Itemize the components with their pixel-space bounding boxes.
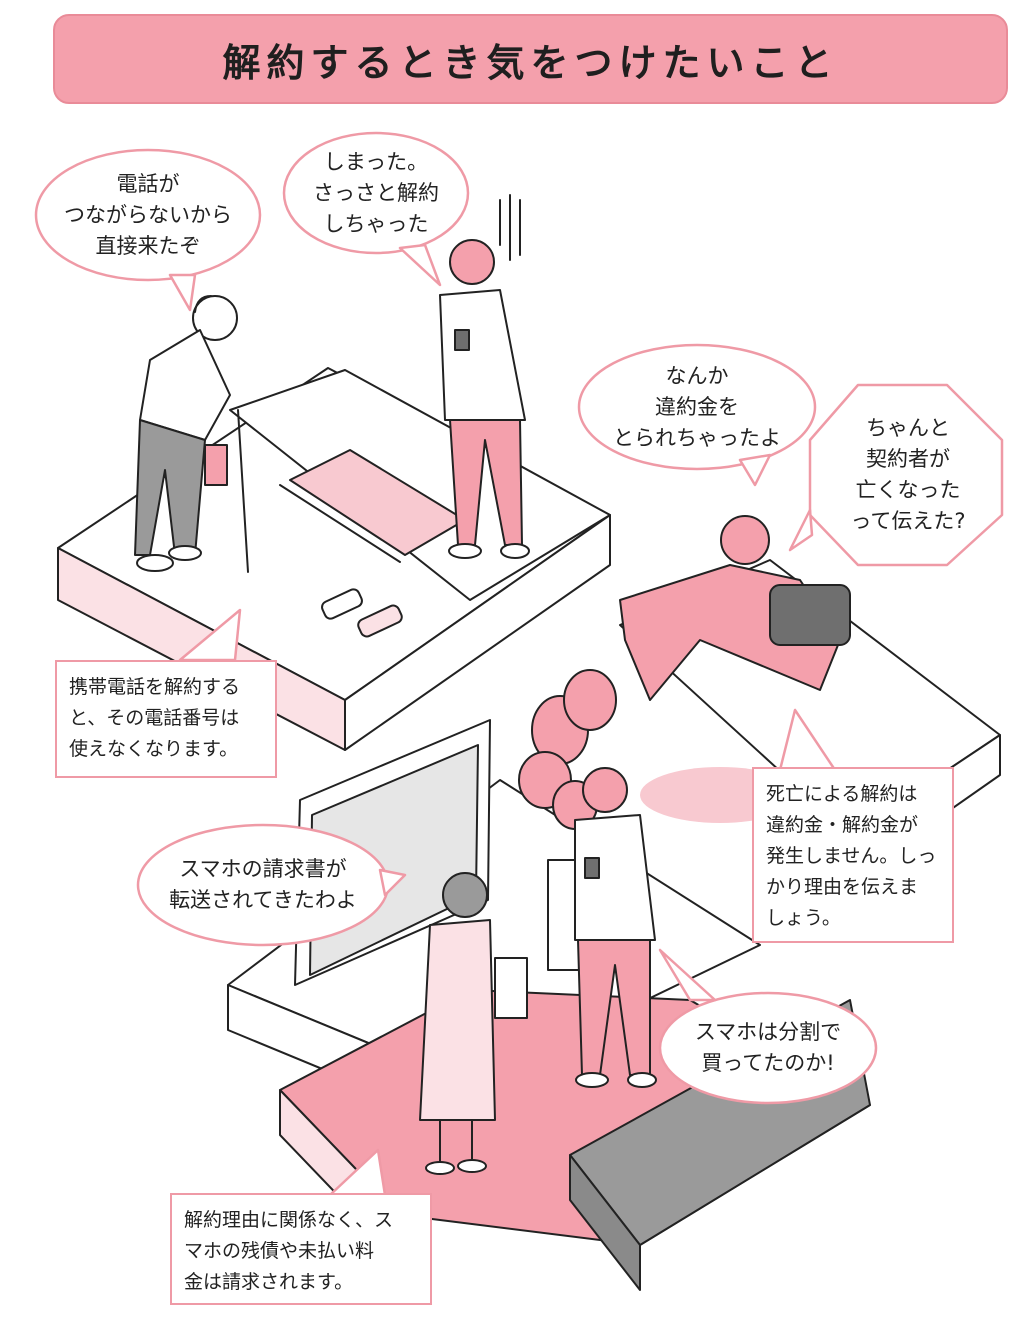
bubble-young-man-top: しまった。 さっさと解約 しちゃった [313,149,439,236]
young-man-top [439,194,530,559]
slippers-icon [321,588,403,638]
note-phone-number: 携帯電話を解約する と、その電話番号は 使えなくなります。 [55,660,277,778]
elderly-man [134,295,249,573]
leaning-man [619,515,851,701]
note-death-cancel: 死亡による解約は 違約金・解約金が 発生しません。しっ かり理由を伝えま しょう… [752,767,954,943]
bubble-elderly-man: 電話が つながらないから 直接来たぞ [64,172,232,258]
bubble-penalty: なんか 違約金を とられちゃったよ [613,363,781,450]
bubble-deceased: ちゃんと 契約者が 亡くなった って伝えた? [850,416,966,533]
title-banner: 解約するとき気をつけたいこと [53,14,1008,104]
page-title: 解約するとき気をつけたいこと [222,40,839,85]
note-remaining-debt: 解約理由に関係なく、ス マホの残債や未払い料 金は請求されます。 [170,1193,432,1305]
bubble-installment: スマホは分割で 買ってたのか! [694,1020,842,1075]
young-man-bottom [574,767,657,1088]
elderly-woman [419,872,528,1175]
speech-bubbles [34,131,1004,1197]
bubble-bill-forward: スマホの請求書が 転送されてきたわよ [169,857,357,912]
